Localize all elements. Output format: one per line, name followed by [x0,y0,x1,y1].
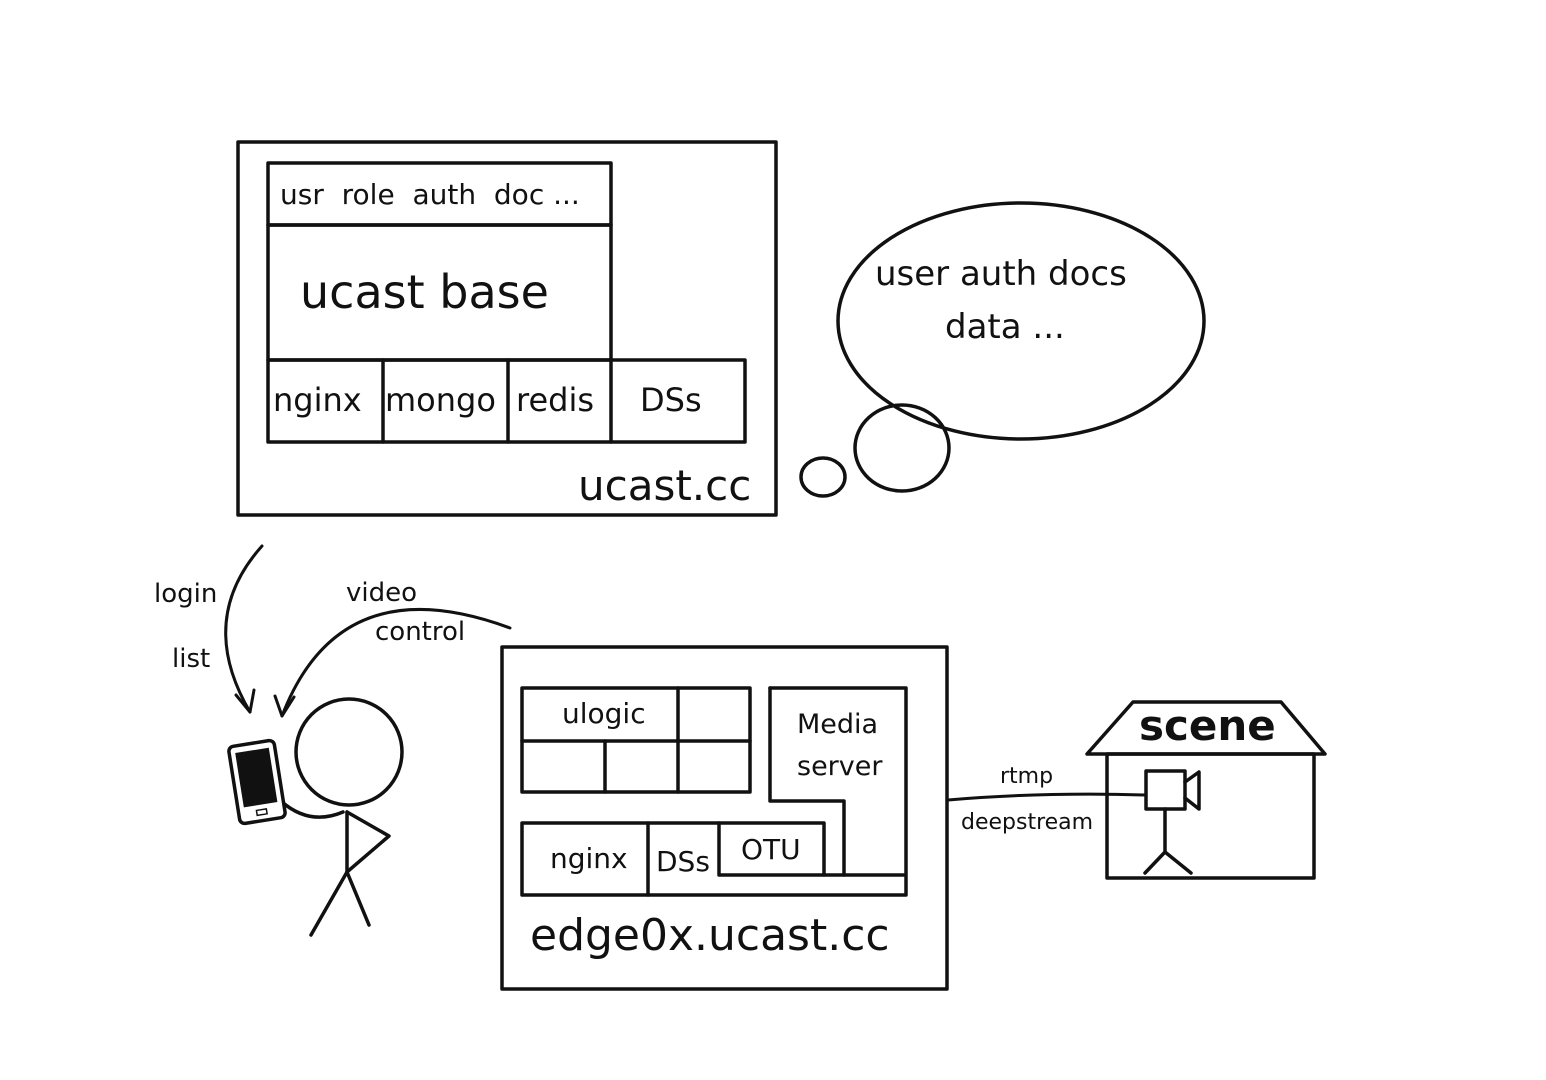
user-arrows: login list video control [154,544,512,718]
video-control-arrow [280,608,512,718]
media-label-line-1: Media [797,709,878,740]
user-figure [227,697,404,937]
media-label-line-2: server [797,751,883,782]
edge-host-label: edge0x.ucast.cc [530,910,890,961]
control-label: control [375,617,465,647]
edge-components-frame [520,686,908,897]
ucast-host-label: ucast.cc [578,461,751,510]
thought-bubble-main [836,201,1206,441]
thought-bubble-small [799,456,847,498]
otu-box [717,821,826,877]
login-label: login [154,579,217,609]
edge-server-box: ulogic Media server nginx DSs OTU edge0x… [500,645,949,991]
ucast-base-label: ucast base [300,265,549,319]
ucast-component-nginx: nginx [273,381,362,419]
stream-line [946,792,1148,802]
phone-icon [227,738,287,826]
ucast-component-mongo: mongo [385,381,496,419]
thought-line-1: user auth docs [875,254,1127,294]
ucast-top-row-label: usr role auth doc ... [280,178,580,211]
login-list-arrow [224,544,264,714]
scene-label: scene [1139,701,1276,750]
user-arm-right [345,810,391,874]
list-label: list [172,644,210,674]
media-server-frame [768,686,846,877]
edge-component-nginx: nginx [550,842,628,875]
ulogic-label: ulogic [562,697,646,730]
edge-component-dss: DSs [656,845,710,878]
deepstream-label: deepstream [961,810,1093,835]
scene-house: scene [1085,700,1327,880]
edge-server-frame [500,645,949,991]
ucast-server-box: usr role auth doc ... ucast base nginx m… [236,140,778,517]
video-label: video [346,578,417,608]
arrowhead [234,688,256,714]
ucast-component-redis: redis [516,381,594,419]
edge-component-otu: OTU [741,833,801,866]
user-head [294,697,404,807]
rtmp-label: rtmp [1000,764,1053,789]
ucast-server-frame [236,140,778,517]
user-arm-left [280,800,345,819]
thought-bubble: user auth docs data ... [799,201,1206,498]
thought-line-2: data ... [945,307,1065,347]
house-body [1105,752,1316,880]
user-legs [309,870,371,937]
ucast-component-dss: DSs [640,381,702,419]
thought-bubble-mid [853,403,951,493]
stream-link: rtmp deepstream [946,764,1148,835]
camera-icon [1143,769,1201,875]
arrowhead [273,694,296,718]
